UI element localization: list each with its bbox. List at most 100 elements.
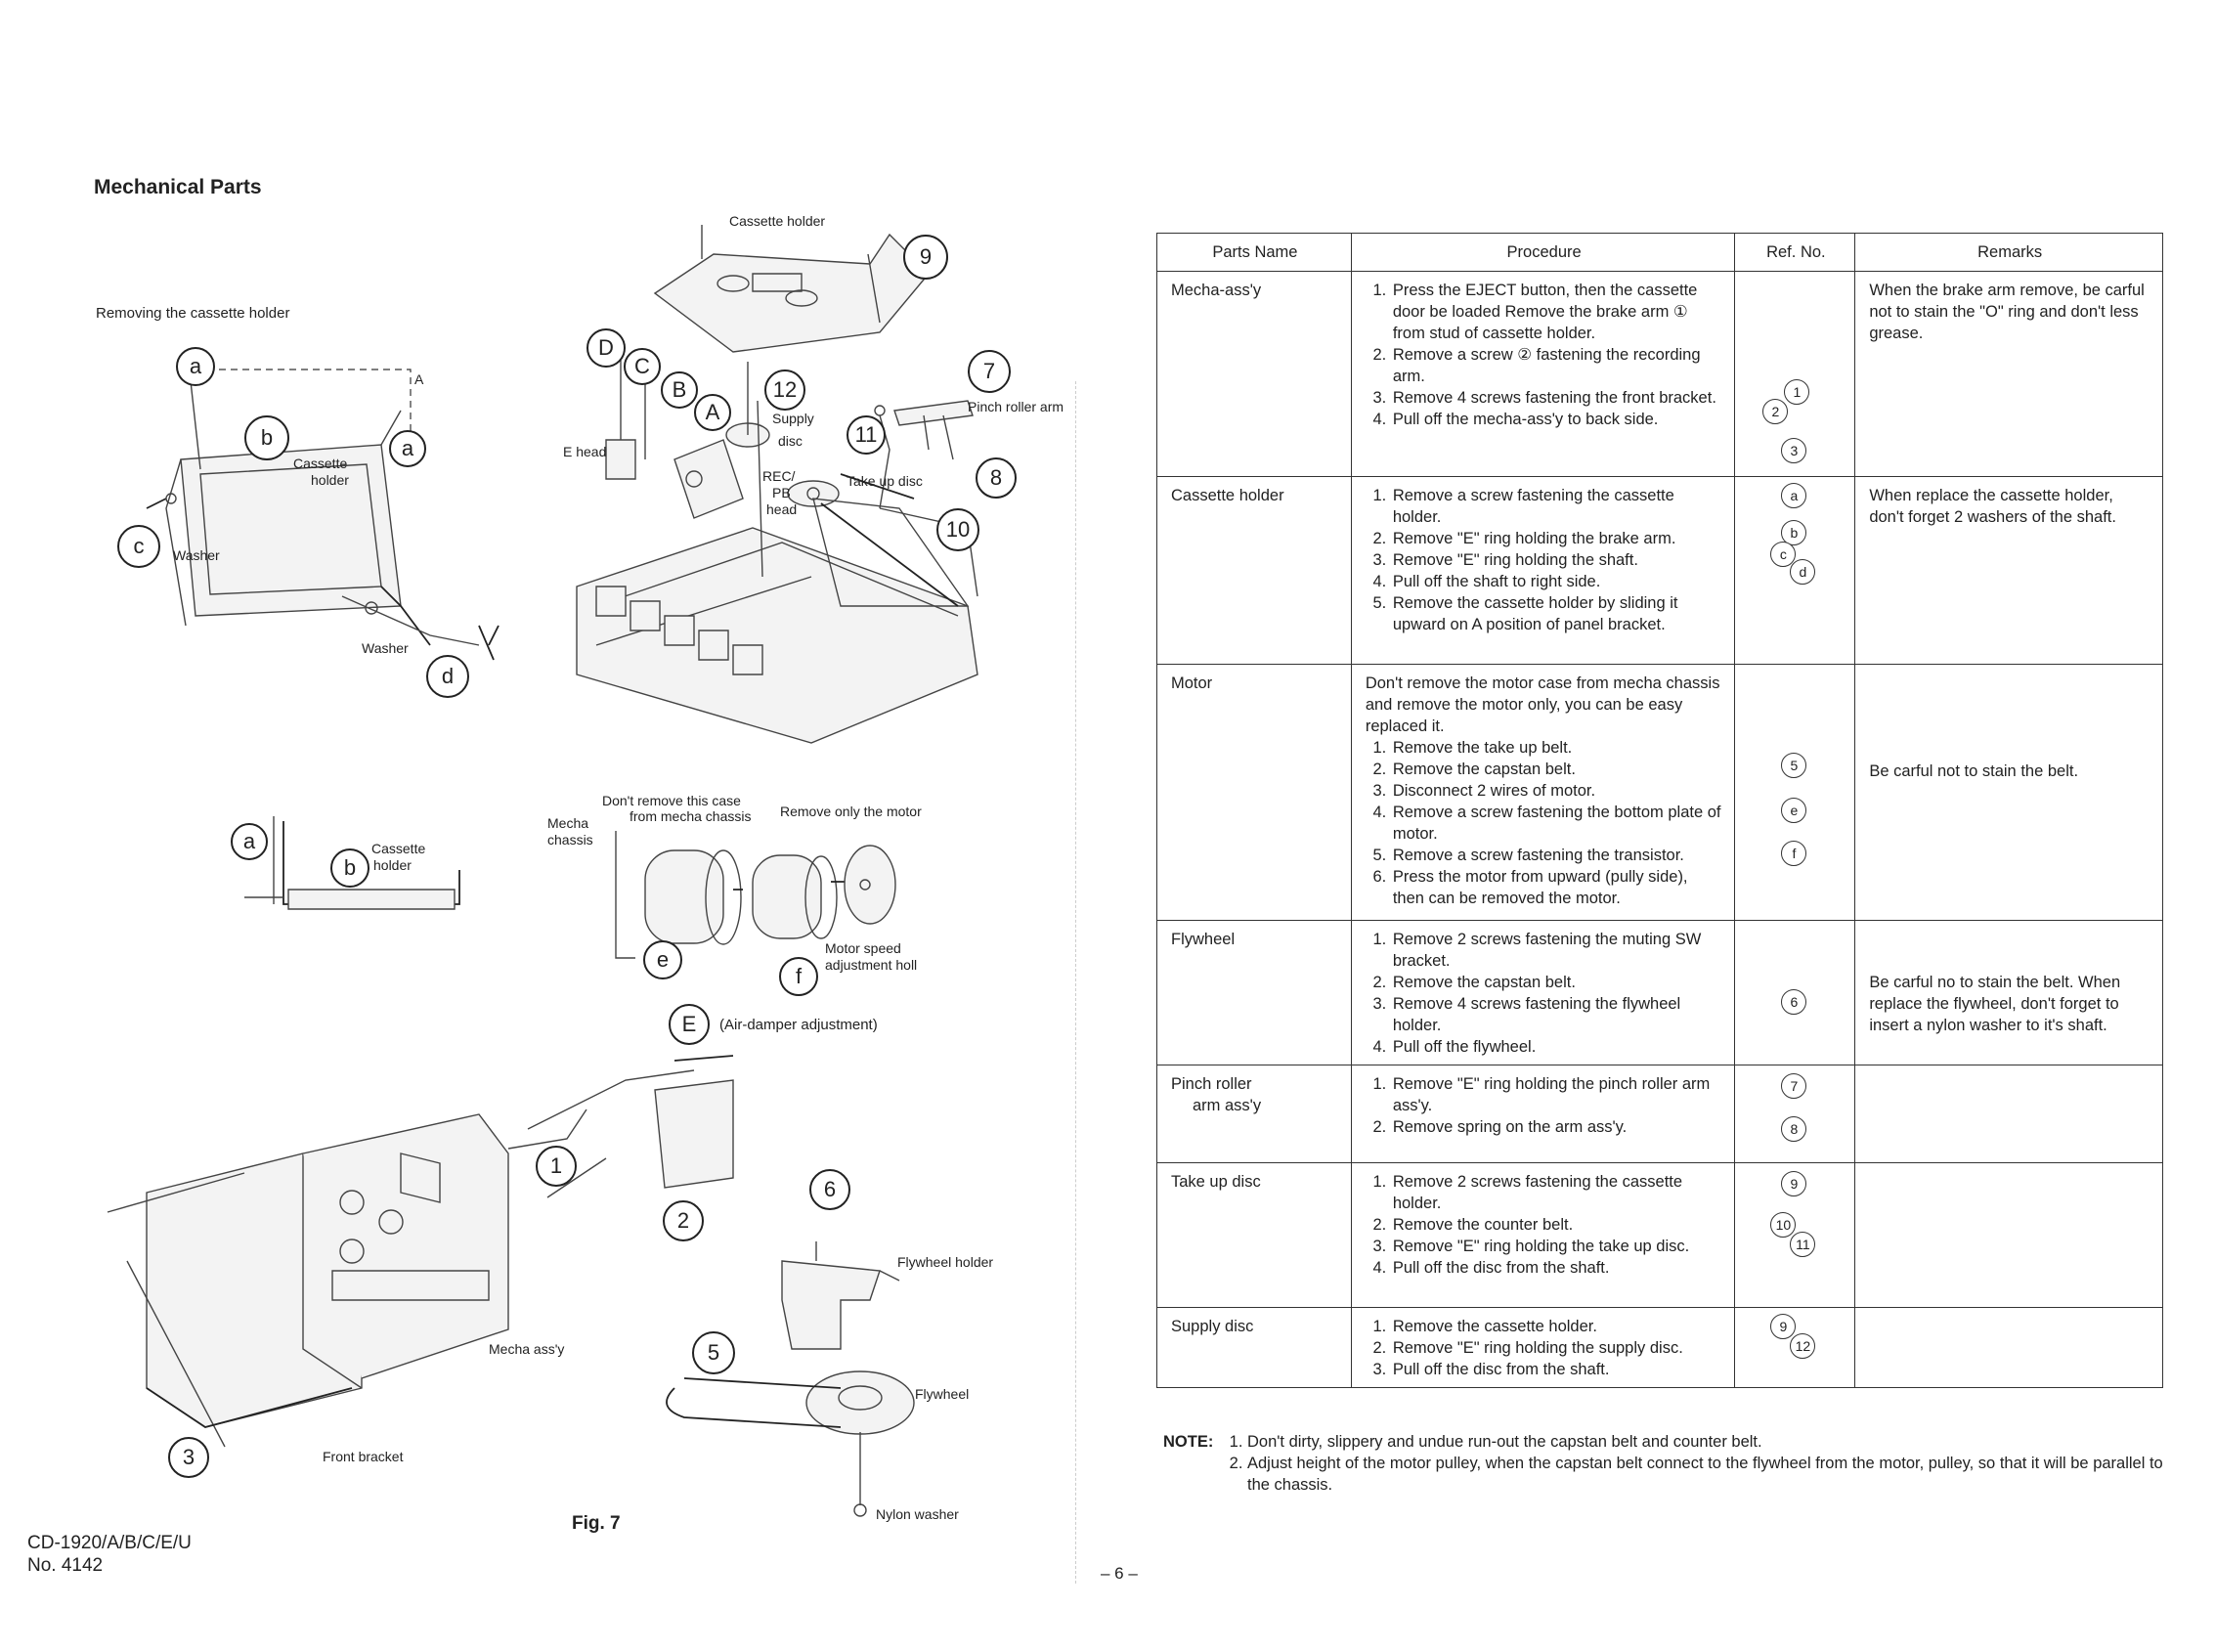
procedure-step: Remove "E" ring holding the supply disc. [1391,1337,1723,1359]
document-number: No. 4142 [27,1554,104,1576]
label-adjustment-holl: adjustment holl [825,957,918,973]
procedure-cell: Remove 2 screws fastening the cassette h… [1350,1162,1736,1308]
callout-b: b [244,415,289,460]
procedure-step: Remove "E" ring holding the take up disc… [1391,1236,1723,1257]
page-number: – 6 – [1101,1564,1138,1583]
procedure-step: Pull off the disc from the shaft. [1391,1359,1723,1380]
ref-number: 11 [1790,1232,1816,1257]
ref-number: 2 [1762,399,1789,424]
procedure-step: Remove "E" ring holding the shaft. [1391,549,1723,571]
callout-3: 3 [168,1437,209,1478]
procedure-cell: Remove a screw fastening the cassette ho… [1350,476,1736,665]
mechanism-exploded-drawing [557,215,1085,743]
ref-number: 8 [1781,1116,1807,1142]
procedure-step: Press the motor from upward (pully side)… [1391,866,1723,909]
procedure-cell: Remove the cassette holder. Remove "E" r… [1350,1307,1736,1388]
callout-12: 12 [764,370,805,411]
label-motor-speed: Motor speed [825,940,901,956]
label-holder-side: holder [373,857,412,873]
callout-8: 8 [976,457,1017,499]
cassette-holder-side-drawing [244,811,469,919]
procedure-cell: Don't remove the motor case from mecha c… [1350,664,1736,921]
ref-number: 5 [1781,753,1807,778]
note-section: NOTE: Don't dirty, slippery and undue ru… [1163,1431,2170,1496]
remarks-cell: Be carful not to stain the belt. [1854,664,2163,921]
header-parts-name: Parts Name [1156,233,1352,272]
part-name: Motor [1156,664,1352,921]
page-title: Mechanical Parts [94,176,262,198]
remarks-cell [1854,1307,2163,1388]
header-remarks: Remarks [1854,233,2163,272]
label-flywheel-holder: Flywheel holder [897,1254,994,1270]
remarks-cell: When replace the cassette holder, don't … [1854,476,2163,665]
header-ref-no: Ref. No. [1734,233,1856,272]
procedure-step: Pull off the flywheel. [1391,1036,1723,1058]
procedure-step: Remove a screw fastening the transistor. [1391,845,1723,866]
ref-number: 6 [1781,989,1807,1015]
ref-number: 10 [1770,1212,1797,1238]
ref-cell: 9 10 11 [1734,1162,1856,1308]
label-head: head [766,501,798,517]
procedure-step: Remove a screw ② fastening the recording… [1391,344,1723,387]
label-front-bracket: Front bracket [323,1449,404,1464]
callout-a-top: a [176,347,215,386]
ref-number: 9 [1781,1171,1807,1196]
procedure-step: Disconnect 2 wires of motor. [1391,780,1723,802]
label-supply: Supply [772,411,814,426]
procedure-step: Remove "E" ring holding the pinch roller… [1391,1073,1723,1116]
callout-c: c [117,525,160,568]
ref-number: 9 [1770,1314,1797,1339]
procedure-cell: Remove "E" ring holding the pinch roller… [1350,1065,1736,1163]
callout-corner: a [389,430,426,467]
callout-10: 10 [936,508,979,551]
ref-number: c [1770,542,1797,567]
procedure-step: Remove the cassette holder. [1391,1316,1723,1337]
ref-number: e [1781,798,1807,823]
removing-caption: Removing the cassette holder [96,305,290,322]
header-procedure: Procedure [1350,233,1736,272]
center-fold-line [1075,381,1076,1584]
procedure-cell: Press the EJECT button, then the cassett… [1350,271,1736,477]
procedure-step: Remove spring on the arm ass'y. [1391,1116,1723,1138]
label-remove-only-motor: Remove only the motor [780,804,922,819]
note-header: NOTE: [1163,1433,1214,1451]
flywheel-drawing [645,1222,938,1535]
part-name: Cassette holder [1156,476,1352,665]
part-name: Supply disc [1156,1307,1352,1388]
procedure-step: Remove the cassette holder by sliding it… [1391,592,1723,635]
note-item: Don't dirty, slippery and undue run-out … [1247,1431,2170,1453]
ref-cell: 7 8 [1734,1065,1856,1163]
remarks-text: Be carful no to stain the belt. When rep… [1869,974,2121,1034]
table-row: Supply disc Remove the cassette holder. … [1156,1307,2163,1388]
procedure-step: Remove 4 screws fastening the flywheel h… [1391,993,1723,1036]
ref-cell: 6 [1734,920,1856,1065]
callout-9: 9 [903,235,948,280]
figure-label: Fig. 7 [572,1513,621,1534]
procedure-step: Remove the capstan belt. [1391,759,1723,780]
table-row: Pinch roller arm ass'y Remove "E" ring h… [1156,1065,2163,1163]
procedure-table: Parts Name Procedure Ref. No. Remarks Me… [1156,233,2163,1388]
callout-C: C [624,348,661,385]
callout-D: D [586,328,626,368]
callout-E: E [669,1004,710,1045]
label-chassis: chassis [547,832,593,848]
part-name: Take up disc [1156,1162,1352,1308]
label-cassette: Cassette [293,456,348,471]
procedure-step: Remove the take up belt. [1391,737,1723,759]
procedure-step: Pull off the mecha-ass'y to back side. [1391,409,1723,430]
ref-number: 12 [1790,1333,1816,1359]
remarks-cell [1854,1162,2163,1308]
table-row: Flywheel Remove 2 screws fastening the m… [1156,920,2163,1065]
model-number: CD-1920/A/B/C/E/U [27,1533,192,1553]
procedure-step: Remove a screw fastening the cassette ho… [1391,485,1723,528]
ref-number: d [1790,559,1816,585]
label-position-a: A [414,371,424,387]
table-row: Mecha-ass'y Press the EJECT button, then… [1156,271,2163,477]
air-damper-drawing [508,1051,753,1207]
callout-a-side: a [231,823,268,860]
procedure-step: Pull off the shaft to right side. [1391,571,1723,592]
note-item: Adjust height of the motor pulley, when … [1247,1453,2170,1496]
ref-number: 1 [1784,379,1810,405]
label-dont-remove-2: from mecha chassis [630,808,752,824]
procedure-step: Remove a screw fastening the bottom plat… [1391,802,1723,845]
